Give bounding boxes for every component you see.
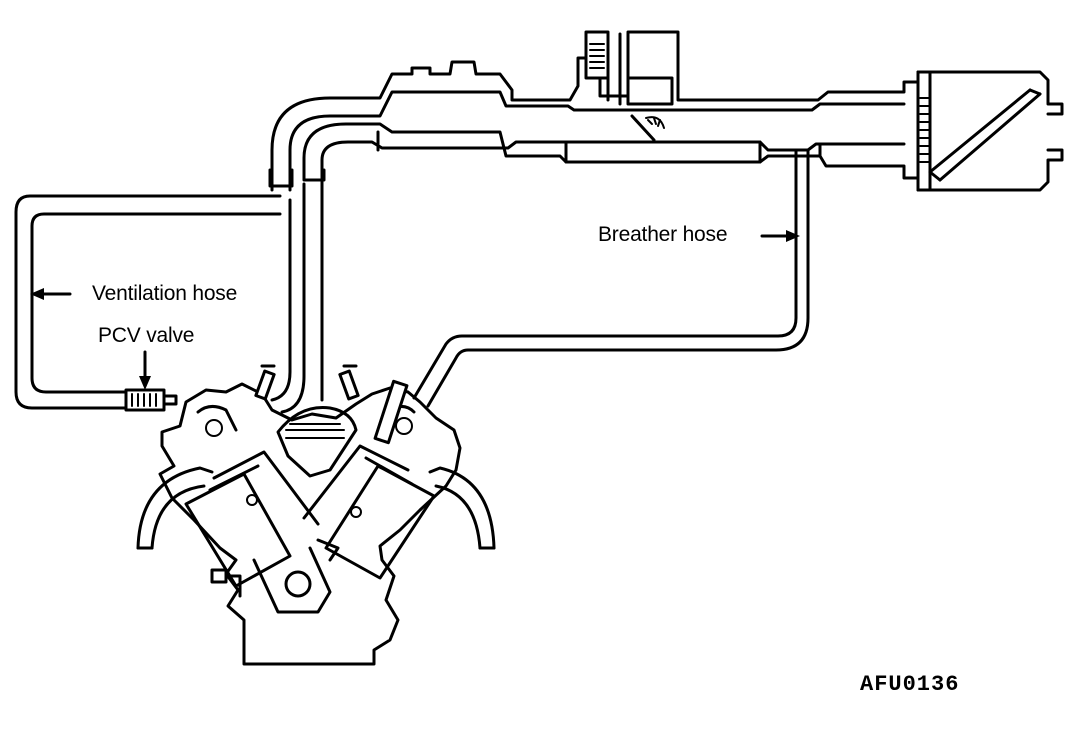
breather-hose bbox=[412, 148, 810, 408]
center-hose bbox=[270, 178, 324, 414]
throttle-body bbox=[584, 30, 674, 142]
arrow-down-icon bbox=[139, 350, 151, 390]
breather-hose-label: Breather hose bbox=[598, 223, 728, 246]
arrow-left-icon bbox=[30, 288, 72, 300]
pcv-valve bbox=[124, 388, 178, 412]
intake-duct bbox=[268, 30, 920, 192]
engine bbox=[136, 364, 496, 666]
figure-code: AFU0136 bbox=[860, 672, 960, 697]
pcv-valve-label: PCV valve bbox=[98, 324, 195, 347]
ventilation-hose-label: Ventilation hose bbox=[92, 282, 238, 305]
ventilation-hose bbox=[14, 194, 282, 410]
air-cleaner bbox=[916, 70, 1064, 192]
arrow-right-icon bbox=[760, 230, 800, 242]
